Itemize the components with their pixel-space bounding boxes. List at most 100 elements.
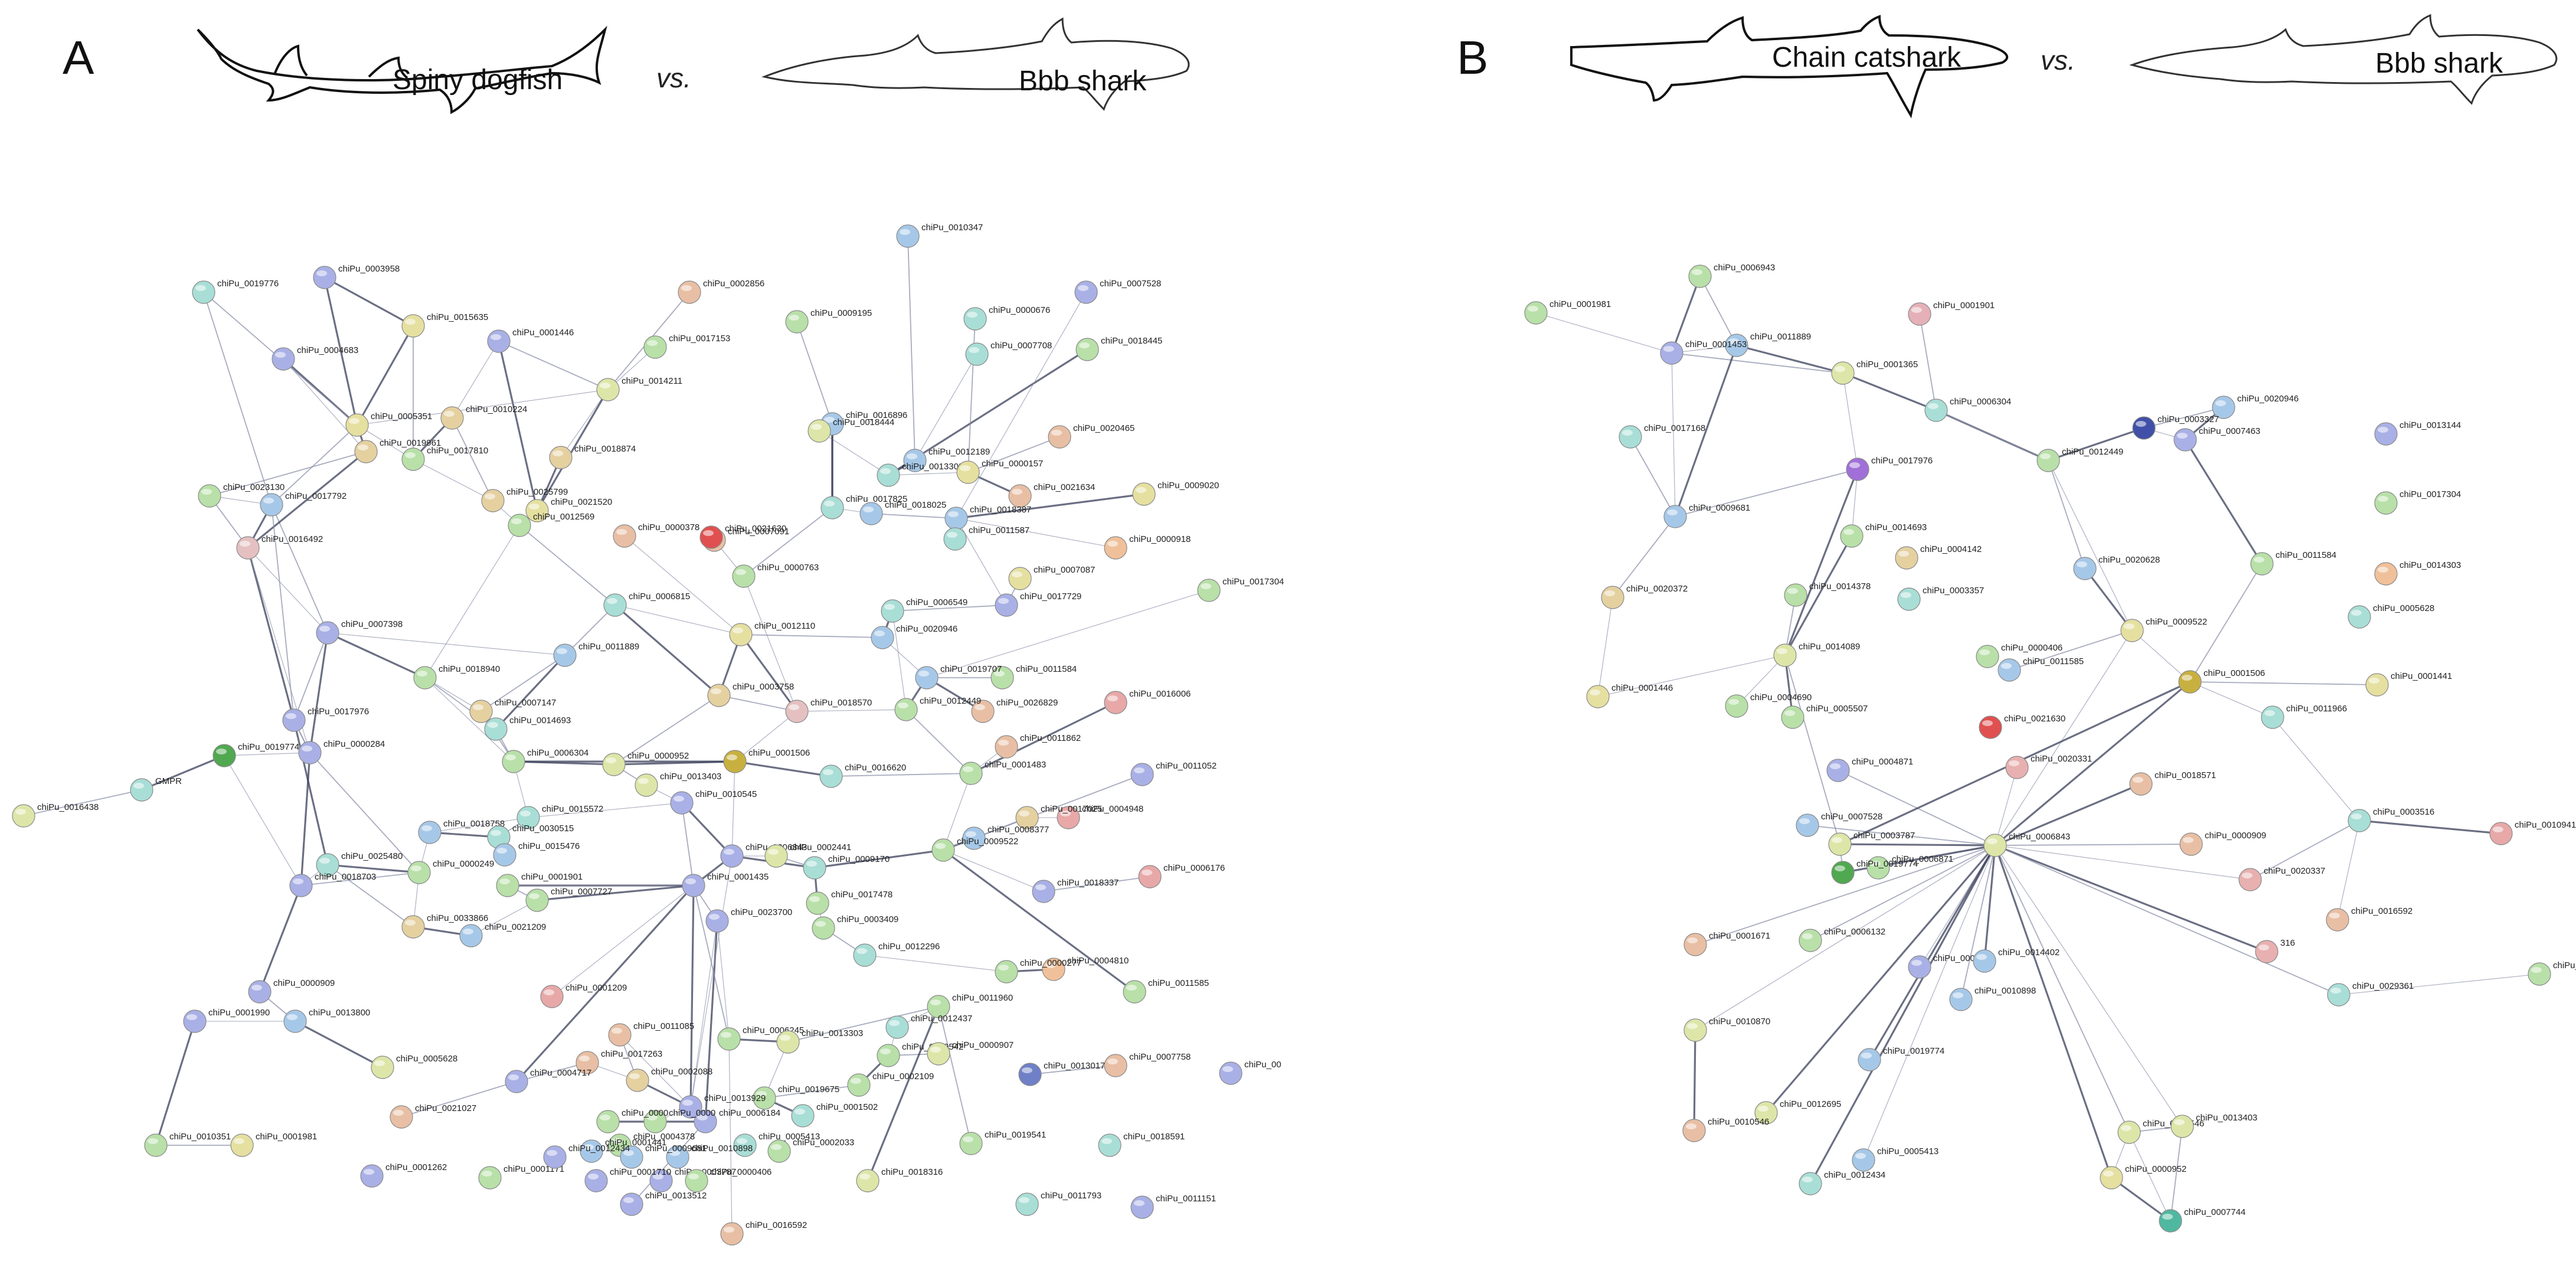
network-a-node-circle[interactable] xyxy=(401,447,425,471)
network-a-node-circle[interactable] xyxy=(183,1009,207,1033)
network-b-node[interactable]: chiPu_0001901 xyxy=(1908,300,1995,326)
network-a-node[interactable]: chiPu_0004948 xyxy=(1057,804,1143,829)
network-a-node[interactable]: chiPu_0010224 xyxy=(440,404,527,430)
network-a-node-circle[interactable] xyxy=(819,764,843,788)
network-b-node[interactable]: chiPu_0001365 xyxy=(1831,360,1918,385)
network-a-node[interactable]: chiPu_0018874 xyxy=(549,444,636,469)
network-a-node[interactable]: chiPu_0006304 xyxy=(502,748,589,773)
network-a-node[interactable]: chiPu_0000157 xyxy=(956,459,1043,484)
network-a-node-circle[interactable] xyxy=(12,804,35,828)
network-a-node[interactable]: chiPu_0006815 xyxy=(603,592,690,617)
network-a-node-circle[interactable] xyxy=(717,1027,741,1051)
network-a-node-circle[interactable] xyxy=(1098,1133,1122,1157)
network-b-node-circle[interactable] xyxy=(1799,929,1822,952)
network-b-node-circle[interactable] xyxy=(2170,1115,2194,1138)
network-a-node-circle[interactable] xyxy=(272,347,295,371)
network-a-node[interactable]: chiPu_0007147 xyxy=(469,698,556,723)
network-a-node-circle[interactable] xyxy=(877,463,900,487)
network-a-node[interactable]: chiPu_0008377 xyxy=(962,825,1049,850)
network-a-node[interactable]: chiPu_0025799 xyxy=(481,487,568,512)
network-a-node-circle[interactable] xyxy=(808,419,831,443)
network-a-node[interactable]: chiPu_0010545 xyxy=(670,789,757,815)
network-b-node-circle[interactable] xyxy=(2173,428,2197,452)
network-a-node[interactable]: chiPu_0021520 xyxy=(525,497,612,522)
network-b-node-circle[interactable] xyxy=(1660,341,1683,365)
network-a-node[interactable]: chiPu_0005628 xyxy=(371,1054,457,1079)
network-a-node[interactable]: chiPu_0010898 xyxy=(666,1143,753,1169)
network-a-node-circle[interactable] xyxy=(481,489,505,512)
network-a-node[interactable]: chiPu_0000918 xyxy=(1104,534,1191,560)
network-a-node-circle[interactable] xyxy=(1048,425,1071,449)
network-b-node[interactable]: chiPu_0014303 xyxy=(2374,560,2461,586)
network-b-node-circle[interactable] xyxy=(1619,425,1642,449)
network-a-node-circle[interactable] xyxy=(896,224,920,248)
network-a-node-circle[interactable] xyxy=(484,717,508,741)
network-a-node-circle[interactable] xyxy=(354,440,378,463)
network-b-node[interactable]: chiPu_0007744 xyxy=(2159,1207,2245,1233)
network-a-node[interactable]: chiPu_0012437 xyxy=(885,1014,972,1039)
network-a-node[interactable]: chiPu_0002033 xyxy=(767,1138,854,1163)
network-a-node-circle[interactable] xyxy=(603,593,627,617)
network-a-node-circle[interactable] xyxy=(1130,763,1154,786)
network-a-node-circle[interactable] xyxy=(413,666,437,690)
network-a-node-circle[interactable] xyxy=(723,750,747,773)
network-a-node[interactable]: chiPu_0011052 xyxy=(1130,761,1217,786)
network-a-node-circle[interactable] xyxy=(496,874,519,897)
network-a-node[interactable]: chiPu_0005351 xyxy=(345,411,432,437)
network-b-node[interactable]: chiPu_0004142 xyxy=(1895,544,1982,570)
network-b-node-circle[interactable] xyxy=(2238,868,2262,891)
network-a-node-circle[interactable] xyxy=(487,329,511,353)
network-a-node-circle[interactable] xyxy=(732,564,756,588)
network-a-node-circle[interactable] xyxy=(915,666,939,690)
network-b-node[interactable]: chiPu_0005628 xyxy=(2348,603,2434,629)
network-b-node[interactable]: chiPu_0009681 xyxy=(1663,503,1750,528)
network-b-node[interactable]: chiPu_0003787 xyxy=(1828,831,1915,856)
network-a-node[interactable]: chiPu_0003958 xyxy=(313,264,400,289)
network-a-node-circle[interactable] xyxy=(360,1164,384,1188)
network-a-node-circle[interactable] xyxy=(685,1169,708,1192)
network-a-node-circle[interactable] xyxy=(1015,1192,1039,1216)
network-b-node-circle[interactable] xyxy=(2348,605,2371,629)
network-a-node-circle[interactable] xyxy=(418,821,442,844)
network-a-node-circle[interactable] xyxy=(283,1009,307,1033)
network-b-node-circle[interactable] xyxy=(1949,988,1973,1011)
network-a-node-circle[interactable] xyxy=(1104,1054,1127,1077)
network-a-node[interactable]: chiPu_0001209 xyxy=(540,983,627,1008)
network-a-node-circle[interactable] xyxy=(885,1015,909,1039)
network-a-node-circle[interactable] xyxy=(313,266,336,289)
network-b-node[interactable]: chiPu_0010898 xyxy=(1949,986,2036,1011)
network-b-node-circle[interactable] xyxy=(1682,1119,1706,1142)
network-a-node[interactable]: chiPu_0011793 xyxy=(1015,1191,1101,1216)
network-a-node-circle[interactable] xyxy=(282,708,306,732)
network-b-node[interactable]: chiPu_0004871 xyxy=(1826,757,1913,782)
network-a-node[interactable]: chiPu_0001502 xyxy=(791,1102,878,1128)
network-a-node-circle[interactable] xyxy=(853,943,877,967)
network-b-node[interactable]: chiPu_0017168 xyxy=(1619,423,1705,449)
network-a-node[interactable]: chiPu_0004683 xyxy=(272,345,358,371)
network-b-node[interactable]: chiPu_0020946 xyxy=(2212,394,2299,419)
network-a-node[interactable]: chiPu_0013308 xyxy=(877,462,963,487)
network-a-node[interactable]: chiPu_0001710 xyxy=(584,1167,671,1192)
network-b-node[interactable]: chiPu_0007463 xyxy=(2173,426,2260,452)
network-a-node-circle[interactable] xyxy=(856,1169,880,1192)
network-a-node-circle[interactable] xyxy=(248,980,272,1004)
network-a-node-circle[interactable] xyxy=(965,342,989,366)
network-a-node-circle[interactable] xyxy=(847,1073,871,1097)
network-a-node[interactable]: chiPu_00 xyxy=(1219,1060,1282,1085)
network-a-node-circle[interactable] xyxy=(540,985,564,1008)
network-a-node[interactable]: chiPu_0012110 xyxy=(729,621,815,646)
network-b-node-circle[interactable] xyxy=(1683,933,1707,956)
network-b-node[interactable]: chiPu_0001671 xyxy=(1683,931,1770,956)
network-b-node-circle[interactable] xyxy=(2036,449,2060,472)
network-b-node[interactable]: chiPu_0012434 xyxy=(1799,1170,1885,1195)
network-b-node-circle[interactable] xyxy=(1852,1148,1875,1172)
network-a-node[interactable]: chiPu_0013929 xyxy=(679,1093,766,1119)
network-a-node-circle[interactable] xyxy=(881,599,904,623)
network-a-node-circle[interactable] xyxy=(1018,1063,1042,1086)
network-a-node[interactable]: chiPu_0000907 xyxy=(927,1040,1014,1066)
network-b-node-circle[interactable] xyxy=(2117,1120,2141,1144)
network-a-node[interactable]: chiPu_0007708 xyxy=(965,341,1052,366)
network-a-node-circle[interactable] xyxy=(620,1192,643,1216)
network-a-node-circle[interactable] xyxy=(707,684,731,707)
network-a-node[interactable]: chiPu_0012434 xyxy=(543,1143,630,1169)
